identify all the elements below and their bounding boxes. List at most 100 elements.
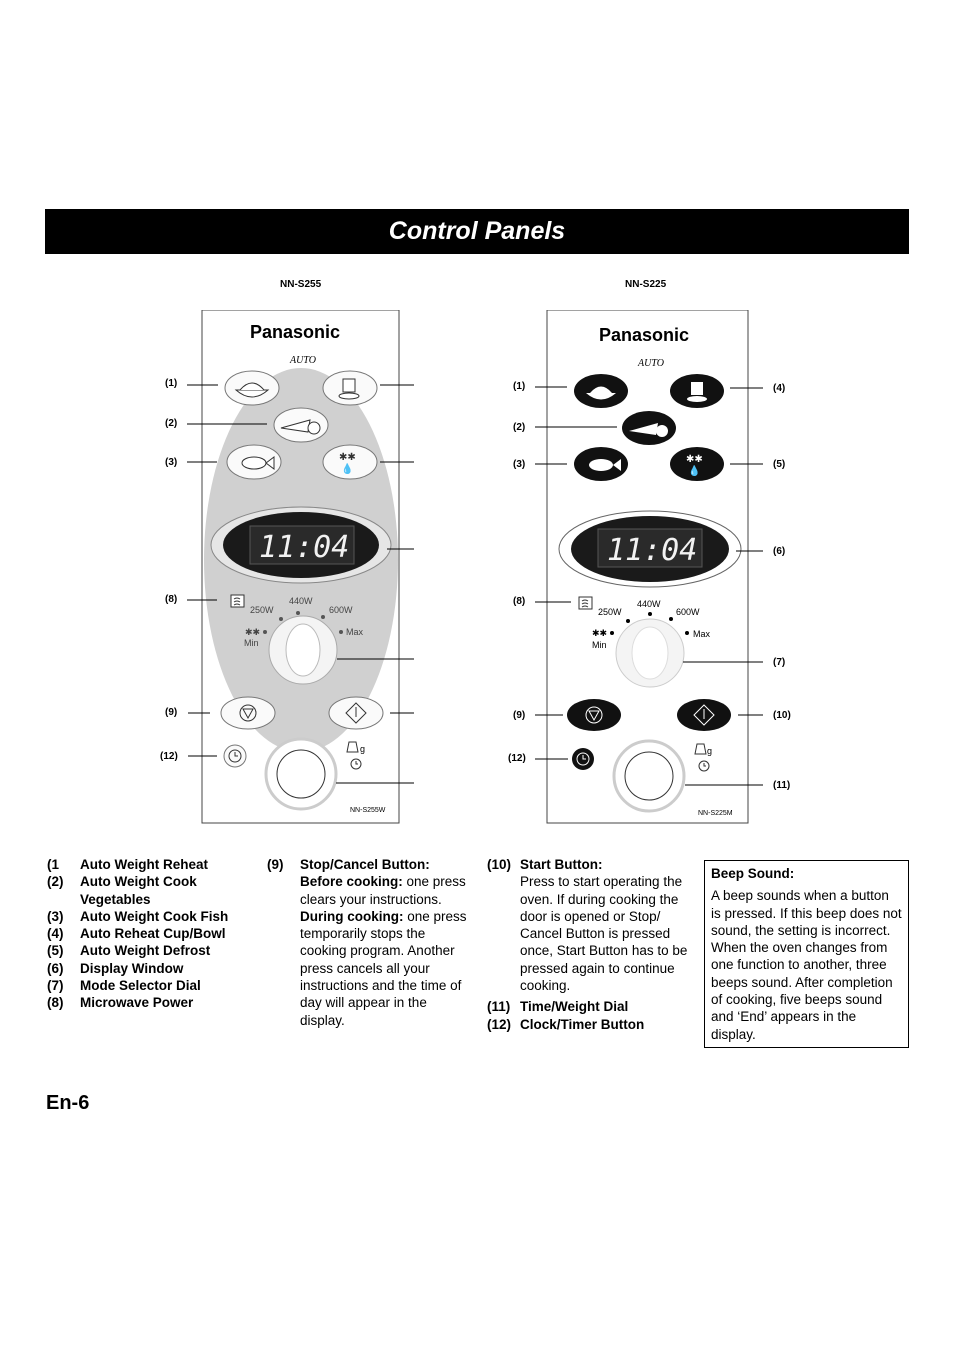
display-window: 11:04 (210, 506, 392, 584)
stop-cancel-button[interactable] (220, 696, 276, 730)
callout-12: (12) (508, 753, 526, 764)
vegetables-icon (629, 423, 668, 437)
clock-display: 11:04 (259, 530, 349, 565)
clock-timer-button[interactable] (223, 744, 247, 768)
legend-column-2: (9) Stop/Cancel Button: Before cooking: … (267, 856, 467, 1029)
model-variant-label: NN-S255W (350, 807, 386, 814)
page-title: Control Panels (388, 217, 566, 245)
legend-item: (5)Auto Weight Defrost (47, 943, 211, 959)
auto-tag: AUTO (289, 355, 316, 366)
defrost-button[interactable]: ✱✱ 💧 (670, 447, 724, 481)
snowflake-icon: ✱✱ (686, 454, 703, 465)
droplet-icon: 💧 (341, 462, 353, 475)
callout-4: (4) (773, 383, 785, 394)
legend-column-3: (10) Start Button: Press to start operat… (487, 856, 692, 1033)
cup-icon (687, 382, 707, 402)
timer-small-icon (698, 760, 710, 772)
fish-icon (589, 459, 621, 471)
display-window: 11:04 (558, 510, 742, 588)
fish-button[interactable] (226, 444, 282, 480)
brand-logo: Panasonic (599, 325, 689, 345)
time-weight-dial[interactable] (612, 739, 686, 813)
timer-small-icon (350, 758, 362, 770)
microwave-power-icon (230, 594, 245, 608)
legend-item: (2)Auto Weight Cook Vegetables (47, 874, 197, 907)
model-name-left: NN-S255 (280, 279, 322, 290)
title-bar: Control Panels (45, 209, 909, 254)
callout-8: (8) (513, 596, 525, 607)
max-label: Max (693, 629, 711, 639)
defrost-small-icon: ✱✱ (245, 627, 260, 637)
power-level-250: 250W (598, 607, 622, 617)
callout-9: (9) (513, 710, 525, 721)
callouts-right: (1) (2) (3) (8) (9) (12) (4) (5) (6) (7)… (508, 381, 791, 791)
beep-title: Beep Sound: (711, 866, 795, 881)
model-name-right: NN-S225 (625, 279, 667, 290)
reheat-button[interactable] (224, 370, 280, 406)
defrost-button[interactable]: ✱✱ 💧 (322, 444, 378, 480)
stop-icon (585, 706, 603, 724)
mode-selector-dial[interactable] (268, 615, 338, 685)
panel-diagram-s225: Panasonic AUTO ✱✱ 💧 (508, 310, 791, 824)
callout-10: (10) (773, 710, 791, 721)
page-number: En-6 (46, 1092, 90, 1114)
legend-item: (8)Microwave Power (47, 995, 194, 1011)
weight-icon: g (694, 743, 712, 756)
callout-7: (7) (773, 657, 785, 668)
legend-item-clock: (12)Clock/Timer Button (487, 1016, 645, 1032)
legend-item: (4)Auto Reheat Cup/Bowl (47, 926, 226, 942)
plate-icon (234, 382, 270, 398)
callout-9: (9) (165, 707, 177, 718)
min-label: Min (244, 638, 259, 648)
callout-11: (11) (773, 780, 790, 791)
fish-button[interactable] (574, 447, 628, 481)
panel-diagram-s255: Panasonic AUTO ✱✱ 💧 (160, 310, 414, 824)
callout-3: (3) (165, 457, 177, 468)
legend-item-stop: (9) Stop/Cancel Button: Before cooking: … (267, 857, 467, 1028)
callout-3: (3) (513, 459, 525, 470)
brand-logo: Panasonic (250, 322, 340, 342)
model-variant-label: NN-S225M (698, 810, 733, 817)
weight-icon: g (346, 741, 365, 754)
time-weight-dial[interactable] (264, 737, 338, 811)
clock-display: 11:04 (607, 533, 697, 568)
defrost-small-icon: ✱✱ (592, 628, 607, 638)
snowflake-icon: ✱✱ (339, 452, 356, 463)
start-icon (693, 704, 715, 726)
droplet-icon: 💧 (688, 464, 700, 477)
legend-item-start: (10) Start Button: Press to start operat… (487, 857, 688, 994)
callout-8: (8) (165, 594, 177, 605)
cup-icon (338, 378, 360, 400)
clock-icon (228, 749, 242, 763)
callout-1: (1) (165, 378, 177, 389)
callout-12: (12) (160, 751, 178, 762)
auto-tag: AUTO (637, 358, 664, 369)
mode-selector-dial[interactable] (615, 618, 685, 688)
power-level-600: 600W (676, 607, 700, 617)
power-level-440: 440W (289, 596, 313, 606)
power-level-250: 250W (250, 605, 274, 615)
weight-unit: g (707, 746, 712, 756)
callout-5: (5) (773, 459, 785, 470)
legend-item: (3)Auto Weight Cook Fish (47, 908, 229, 924)
callout-1: (1) (513, 381, 525, 392)
vegetables-icon (280, 419, 321, 435)
clock-timer-button[interactable] (572, 748, 594, 770)
start-button[interactable] (677, 699, 731, 731)
cup-bowl-button[interactable] (322, 370, 378, 406)
beep-sound-box: Beep Sound: A beep sounds when a button … (704, 860, 909, 1048)
callout-2: (2) (513, 422, 525, 433)
stop-cancel-button[interactable] (567, 699, 621, 731)
callout-2: (2) (165, 418, 177, 429)
cup-bowl-button[interactable] (670, 374, 724, 408)
clock-icon (576, 752, 590, 766)
vegetables-button[interactable] (622, 411, 676, 445)
reheat-button[interactable] (574, 374, 628, 408)
max-label: Max (346, 627, 364, 637)
fish-icon (241, 456, 275, 470)
start-button[interactable] (328, 696, 384, 730)
callout-6: (6) (773, 546, 785, 557)
vegetables-button[interactable] (273, 407, 329, 443)
